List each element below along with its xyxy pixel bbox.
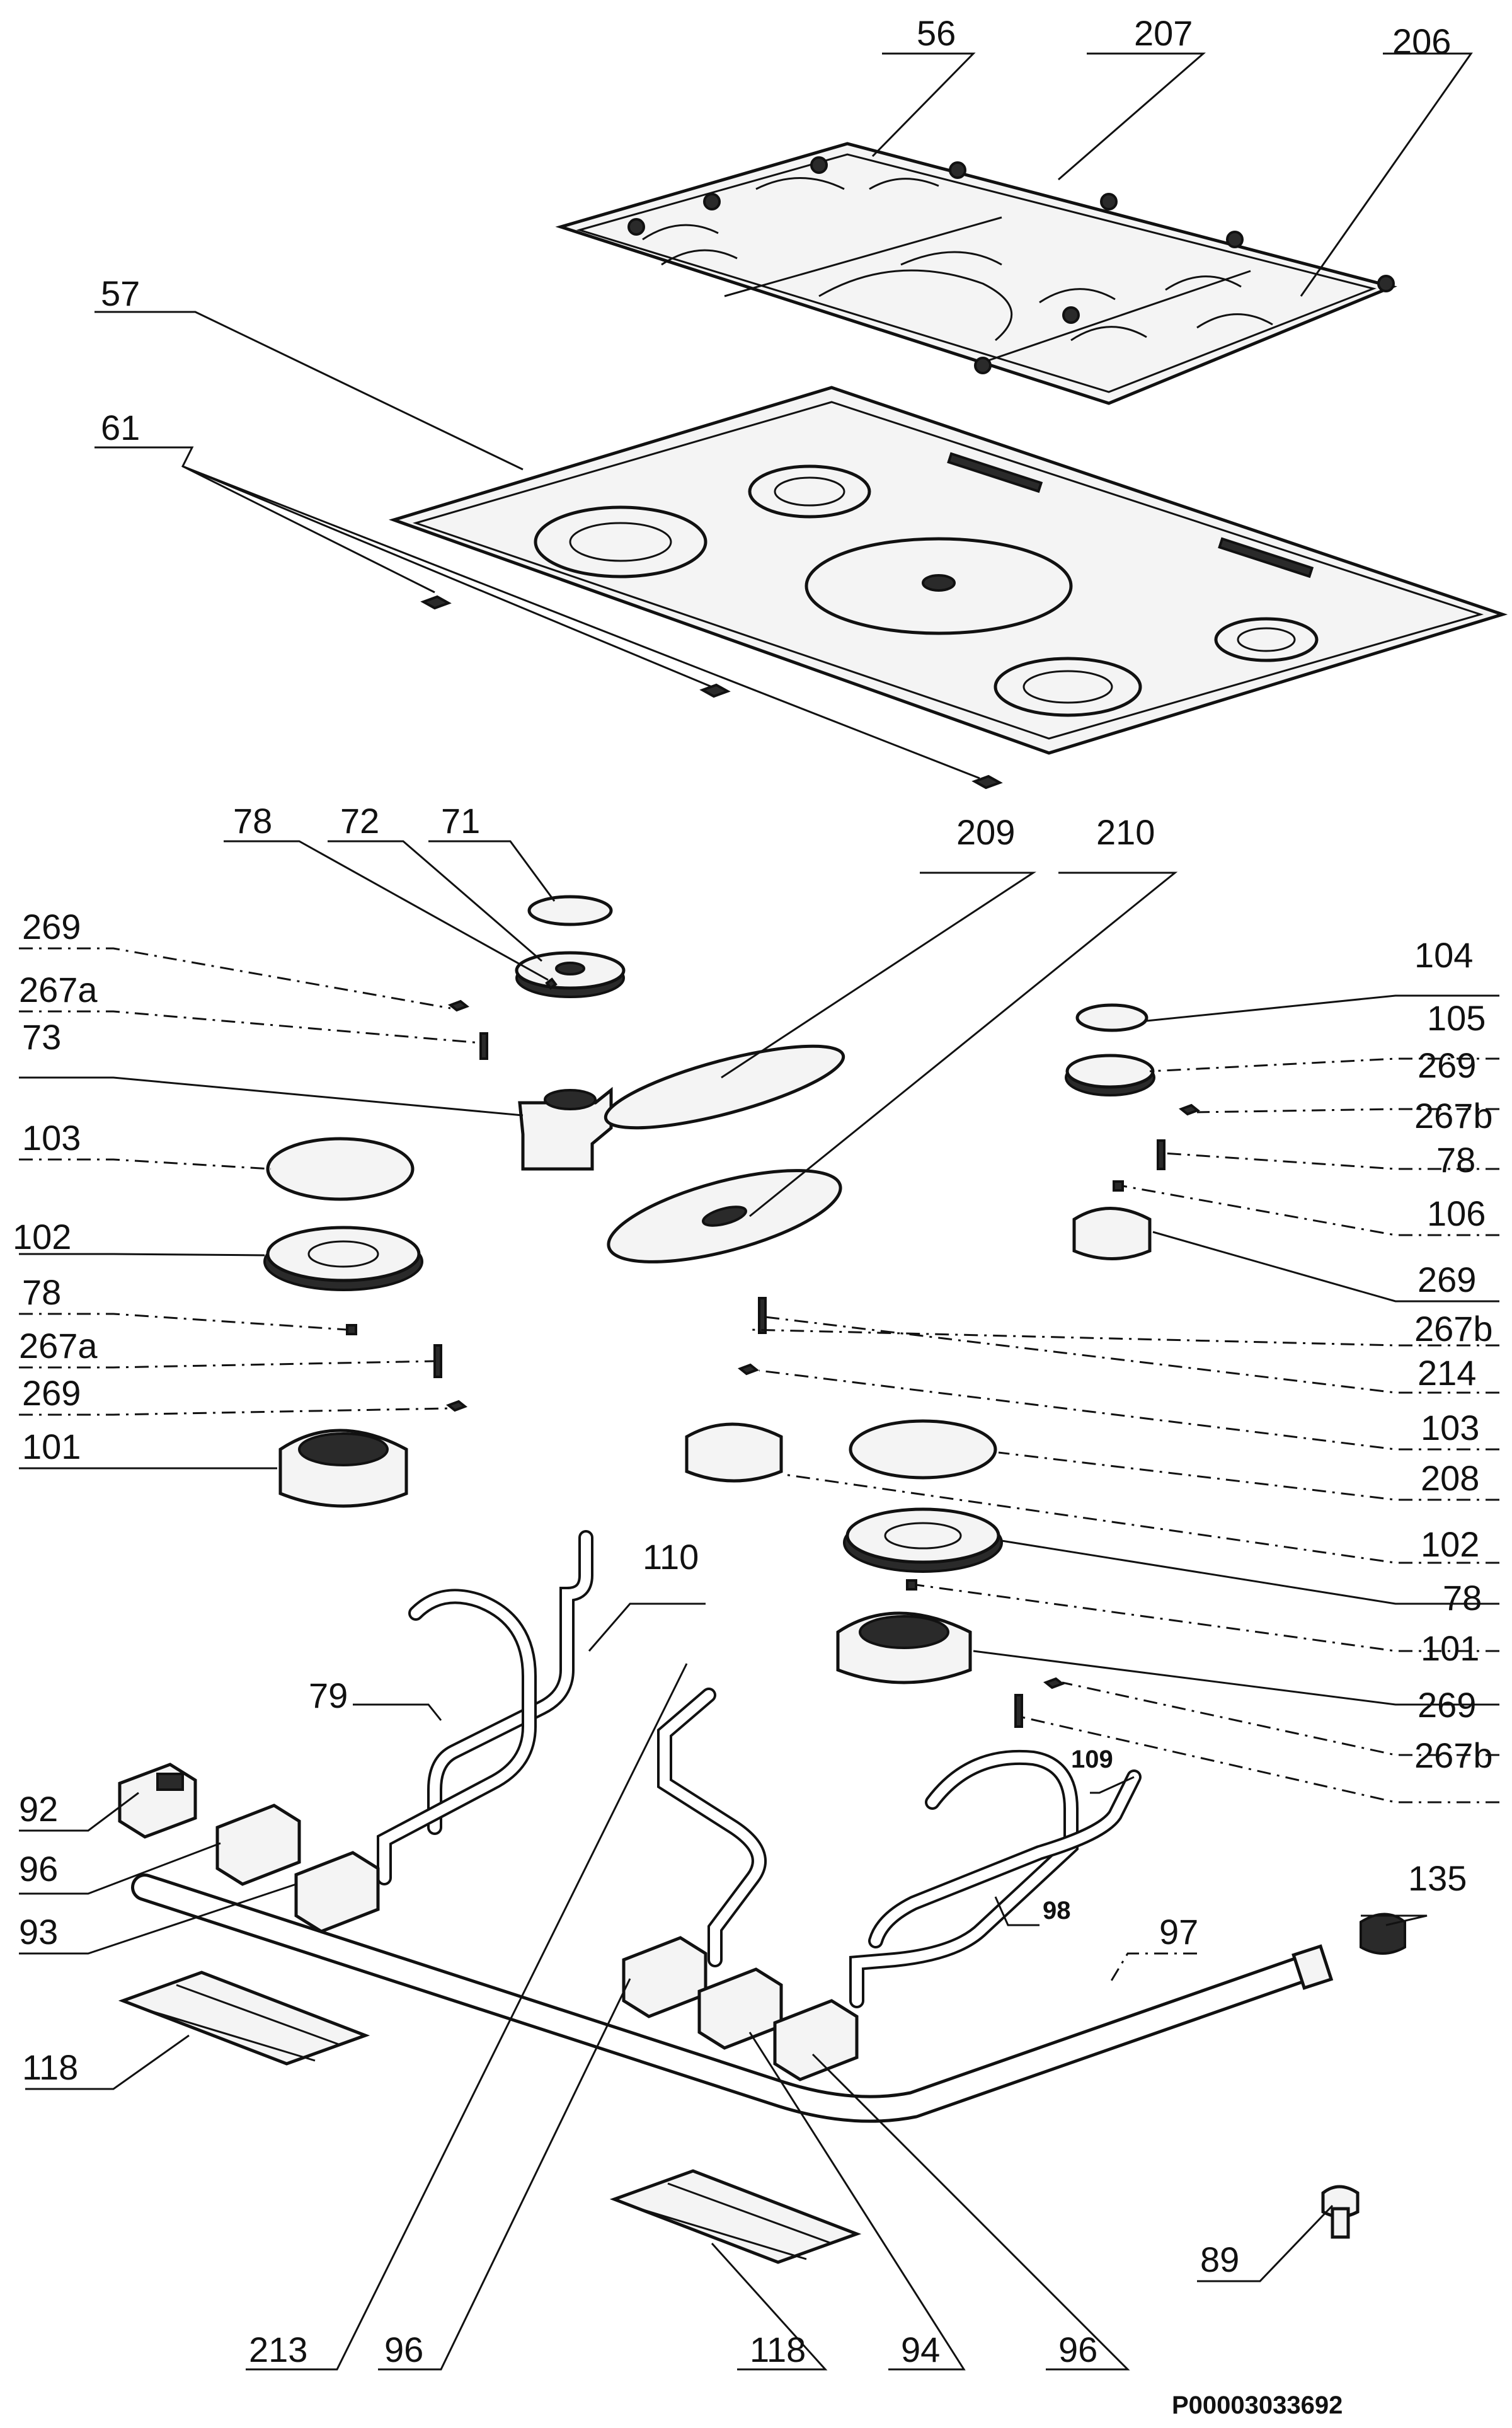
label-71: 71 bbox=[441, 801, 480, 841]
label-267a: 267a bbox=[19, 1326, 98, 1366]
label-269: 269 bbox=[22, 1373, 81, 1413]
label-96: 96 bbox=[384, 2330, 423, 2369]
label-78: 78 bbox=[1436, 1140, 1475, 1180]
label-110: 110 bbox=[643, 1537, 699, 1577]
gas-pipes bbox=[377, 1530, 1142, 2008]
label-135: 135 bbox=[1408, 1858, 1467, 1898]
label-57: 57 bbox=[101, 273, 140, 313]
label-106: 106 bbox=[1427, 1194, 1486, 1233]
label-269: 269 bbox=[1418, 1685, 1476, 1725]
gas-rail bbox=[131, 1873, 1334, 2123]
label-105: 105 bbox=[1427, 998, 1486, 1038]
label-61: 61 bbox=[101, 408, 140, 447]
part-labels: 56 207 206 57 61 71 72 78 269 267a 73 10… bbox=[13, 13, 1493, 2419]
label-267b: 267b bbox=[1414, 1309, 1493, 1349]
leader-lines bbox=[19, 52, 1499, 2371]
label-269: 269 bbox=[1418, 1260, 1476, 1299]
label-79: 79 bbox=[309, 1676, 348, 1715]
label-267b: 267b bbox=[1414, 1096, 1493, 1136]
label-93: 93 bbox=[19, 1912, 58, 1952]
label-118: 118 bbox=[750, 2330, 806, 2369]
label-78: 78 bbox=[1443, 1578, 1482, 1618]
label-104: 104 bbox=[1414, 935, 1473, 975]
label-98: 98 bbox=[1043, 1897, 1071, 1925]
label-269: 269 bbox=[1418, 1045, 1476, 1085]
gas-valves bbox=[118, 1763, 1406, 2239]
label-213: 213 bbox=[249, 2330, 307, 2369]
label-210: 210 bbox=[1096, 812, 1155, 852]
label-97: 97 bbox=[1159, 1912, 1198, 1952]
label-267a: 267a bbox=[19, 970, 98, 1010]
label-103: 103 bbox=[1421, 1408, 1479, 1447]
label-109: 109 bbox=[1071, 1746, 1113, 1773]
right-burner-stack bbox=[836, 1003, 1200, 1728]
label-118: 118 bbox=[22, 2047, 78, 2087]
label-208: 208 bbox=[1421, 1458, 1479, 1498]
label-209: 209 bbox=[956, 812, 1015, 852]
label-78: 78 bbox=[233, 801, 272, 841]
label-267b: 267b bbox=[1414, 1735, 1493, 1775]
label-269: 269 bbox=[22, 907, 81, 946]
label-78: 78 bbox=[22, 1272, 61, 1312]
label-89: 89 bbox=[1200, 2240, 1239, 2279]
left-burner-stack bbox=[263, 895, 626, 1508]
label-72: 72 bbox=[340, 801, 379, 841]
label-102: 102 bbox=[13, 1217, 71, 1257]
label-101: 101 bbox=[1421, 1628, 1479, 1668]
label-73: 73 bbox=[22, 1017, 61, 1057]
mounting-brackets bbox=[118, 1971, 862, 2264]
pan-support-grids bbox=[555, 142, 1397, 405]
label-102: 102 bbox=[1421, 1524, 1479, 1564]
label-206: 206 bbox=[1392, 21, 1451, 61]
label-96: 96 bbox=[1058, 2330, 1097, 2369]
hob-top-panel bbox=[388, 386, 1508, 755]
label-101: 101 bbox=[22, 1427, 81, 1466]
label-103: 103 bbox=[22, 1118, 81, 1158]
label-214: 214 bbox=[1418, 1353, 1476, 1393]
centre-oval-burner bbox=[604, 1044, 845, 1483]
label-96: 96 bbox=[19, 1849, 58, 1889]
label-94: 94 bbox=[901, 2330, 940, 2369]
label-92: 92 bbox=[19, 1789, 58, 1829]
label-207: 207 bbox=[1134, 13, 1193, 53]
label-56: 56 bbox=[917, 13, 956, 53]
diagram-code: P00003033692 bbox=[1172, 2391, 1343, 2419]
fixing-screws bbox=[420, 595, 1003, 790]
